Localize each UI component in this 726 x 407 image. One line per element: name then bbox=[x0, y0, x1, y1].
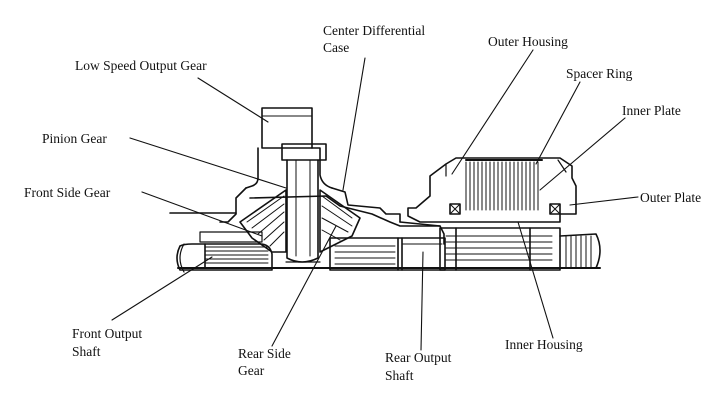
label-center-differential-case-line1: Center Differential bbox=[323, 23, 426, 38]
rear-side-gear-shape bbox=[319, 189, 361, 253]
leader-inner-housing bbox=[517, 221, 554, 339]
label-spacer-ring: Spacer Ring bbox=[566, 66, 633, 81]
label-pinion-gear: Pinion Gear bbox=[42, 131, 107, 146]
leader-low-speed-gear bbox=[197, 77, 269, 123]
label-outer-housing: Outer Housing bbox=[488, 34, 568, 49]
leader-inner-plate bbox=[539, 117, 626, 191]
leader-front-side-gear bbox=[141, 191, 263, 237]
leader-spacer-ring bbox=[535, 81, 581, 165]
front-side-gear-shape bbox=[239, 189, 287, 253]
label-front-output-shaft-line1: Front Output bbox=[72, 326, 143, 341]
leader-rear-side-gear bbox=[271, 225, 337, 347]
label-rear-side-gear-line1: Rear Side bbox=[238, 346, 291, 361]
label-rear-side-gear-line2: Gear bbox=[238, 363, 265, 378]
label-outer-plate: Outer Plate bbox=[640, 190, 702, 205]
leader-rear-output-shaft bbox=[420, 251, 424, 351]
leader-outer-plate bbox=[569, 196, 639, 206]
leader-outer-housing bbox=[451, 49, 534, 175]
label-rear-output-shaft-line1: Rear Output bbox=[385, 350, 452, 365]
pinion-assembly bbox=[281, 143, 327, 263]
label-inner-housing: Inner Housing bbox=[505, 337, 583, 352]
leader-lines bbox=[111, 49, 639, 351]
leader-pinion-gear bbox=[129, 137, 287, 189]
label-low-speed-output-gear: Low Speed Output Gear bbox=[75, 58, 207, 73]
label-inner-plate: Inner Plate bbox=[622, 103, 681, 118]
viscous-coupling bbox=[407, 157, 601, 271]
label-center-differential-case-line2: Case bbox=[323, 40, 350, 55]
front-output-shaft bbox=[176, 231, 273, 273]
rear-output-shaft bbox=[329, 237, 446, 271]
label-front-side-gear: Front Side Gear bbox=[24, 185, 111, 200]
label-front-output-shaft-line2: Shaft bbox=[72, 344, 101, 359]
low-speed-output-gear bbox=[245, 107, 333, 189]
label-rear-output-shaft-line2: Shaft bbox=[385, 368, 414, 383]
leader-front-output-shaft bbox=[111, 256, 213, 321]
leader-center-diff-case bbox=[342, 57, 366, 191]
